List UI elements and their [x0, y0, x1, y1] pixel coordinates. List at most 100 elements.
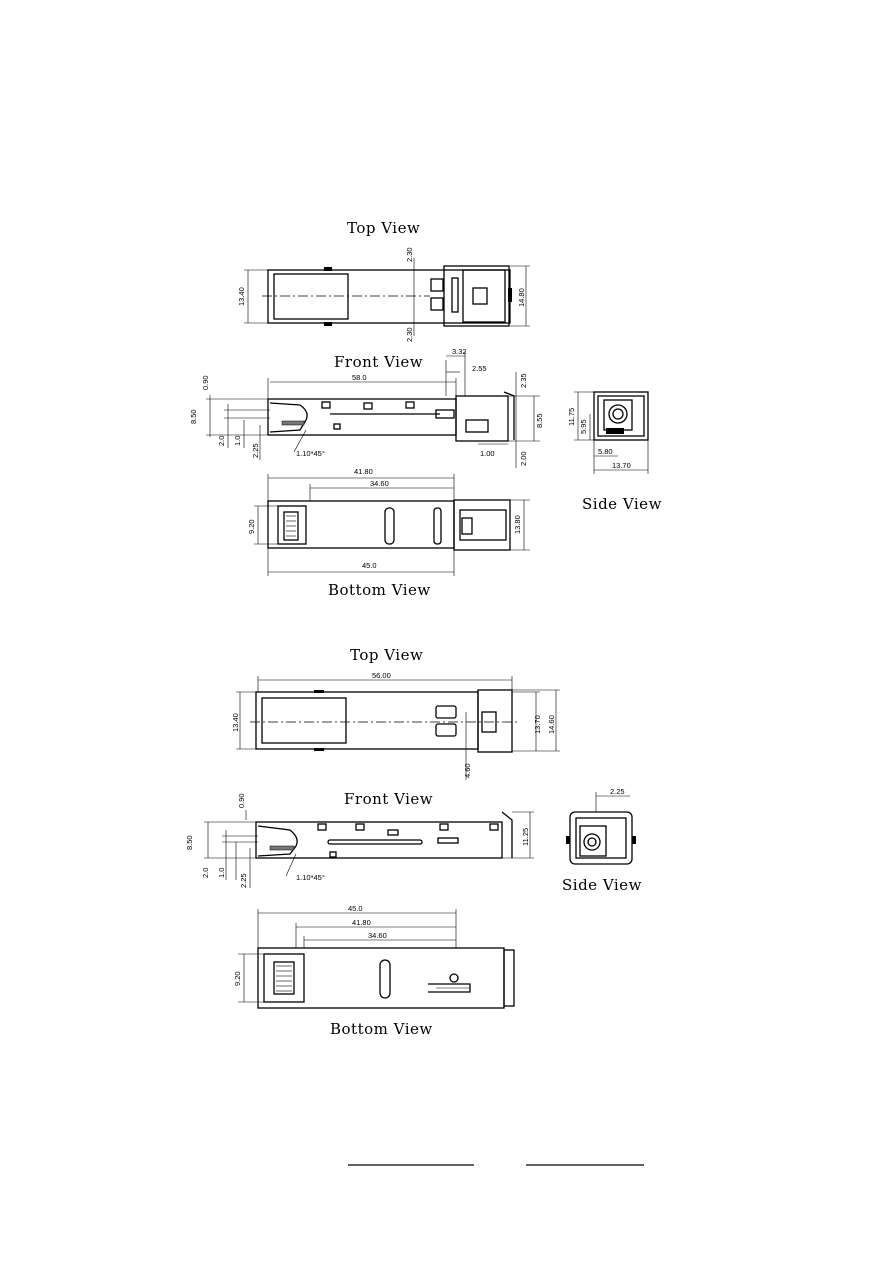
front-view-1-latch-housing	[455, 395, 509, 442]
dim-label: 1.00	[480, 449, 495, 458]
bottom-view-1-slot-2	[433, 507, 442, 545]
dim-label: 34.60	[368, 931, 387, 940]
dim-label: 13.80	[513, 515, 522, 534]
dim-label: 5.80	[598, 447, 613, 456]
front-view-2-slot-1	[317, 823, 327, 831]
side-view-2-title: Side View	[562, 876, 642, 894]
dim-label: 45.0	[348, 904, 363, 913]
bottom-view-1-contact-pad	[283, 511, 299, 541]
dim-label: 2.0	[201, 868, 210, 878]
dim-label: 4.60	[463, 763, 472, 778]
front-view-1-chamfer-profile	[269, 402, 308, 433]
dim-label: 0.90	[201, 375, 210, 390]
bottom-view-1-body-outline	[267, 500, 455, 549]
bottom-view-2-slot	[379, 959, 391, 999]
front-view-2-rail	[327, 839, 423, 845]
dim-label: 2.00	[519, 451, 528, 466]
side-view-1: 11.75 5.95 5.80 13.70 Side View	[567, 391, 661, 513]
front-view-1: Front View	[189, 347, 544, 468]
side-view-2-side-tab	[566, 836, 570, 844]
top-view-2-body-outline	[255, 691, 479, 750]
dim-label: 2.30	[405, 327, 414, 342]
bottom-view-1-latch-cut	[461, 517, 473, 535]
front-view-1-connector	[435, 409, 455, 419]
side-view-1-ferrule-inner	[612, 408, 624, 420]
top-view-2-tab-upper	[314, 690, 324, 693]
dim-label: 56.00	[372, 671, 391, 680]
dim-label: 8.50	[185, 835, 194, 850]
side-view-2-side-tab-right	[632, 836, 636, 844]
side-view-2-inner-frame	[575, 817, 627, 859]
front-view-1-hatch	[281, 420, 305, 426]
dim-label: 3.32	[452, 347, 467, 356]
dim-label: 11.75	[567, 408, 576, 426]
top-view-1-lens-lower	[430, 297, 444, 311]
dim-label: 8.50	[189, 409, 198, 424]
top-view-2-latch-housing	[477, 689, 513, 753]
top-view-1-title: Top View	[347, 219, 420, 237]
bottom-view-1-latch	[459, 509, 507, 541]
drawing-2: Top View 56.00 13.40 13.70 1	[185, 646, 642, 1038]
bottom-view-2-pcb-edge	[263, 953, 305, 1003]
front-view-2-chamfer-profile	[257, 825, 298, 857]
side-view-1-frame-outline	[593, 391, 649, 441]
front-view-1-leader	[293, 429, 307, 453]
top-view-1: Top View 2.30 13.40 14.80 2.30	[237, 219, 530, 342]
top-view-1-latch-housing	[443, 265, 510, 327]
top-view-1-bail	[472, 287, 488, 305]
dim-label: 11.25	[521, 828, 530, 846]
front-view-1-slot-3	[405, 401, 415, 409]
dim-label: 9.20	[247, 519, 256, 534]
front-view-1-bail	[503, 391, 515, 440]
front-view-2-title: Front View	[344, 790, 433, 808]
top-view-1-lens-upper	[430, 278, 444, 292]
dim-label: 58.0	[352, 373, 367, 382]
top-view-1-tab-lower	[324, 322, 332, 326]
dim-label: 13.70	[612, 461, 631, 470]
dim-label: 2.25	[610, 787, 625, 796]
side-view-2-ferrule-outer	[583, 833, 601, 851]
front-view-2-connector	[437, 837, 459, 844]
dim-label: 13.40	[231, 713, 240, 732]
dim-label: 2.55	[472, 364, 487, 373]
front-view-1-title: Front View	[334, 353, 423, 371]
bottom-view-2-latch-housing	[503, 949, 515, 1007]
bottom-view-1: 41.80 34.60 9.20 13.80 45.0 Bottom View	[247, 467, 530, 599]
dim-label: 2.25	[239, 873, 248, 888]
dim-label: 2.30	[405, 247, 414, 262]
front-view-2-body-outline	[255, 821, 503, 859]
bottom-view-1-title: Bottom View	[328, 581, 431, 599]
dim-label: 45.0	[362, 561, 377, 570]
front-view-2-hatch	[269, 845, 295, 851]
bottom-view-2-body-outline	[257, 947, 505, 1009]
side-view-1-base	[606, 428, 624, 434]
front-view-2-slot-5	[489, 823, 499, 831]
top-view-2-lens-upper	[435, 705, 457, 719]
dim-label: 1.0	[233, 436, 242, 446]
top-view-1-latch-frame	[462, 269, 506, 323]
dim-label: 1.10*45°	[296, 873, 325, 882]
dim-label: 0.90	[237, 793, 246, 808]
top-view-1-body-outline	[267, 269, 511, 324]
top-view-2-tab-lower	[314, 748, 324, 751]
top-view-2-port-window	[261, 697, 347, 744]
side-view-2: 2.25 Side View	[562, 787, 642, 894]
front-view-2-leader	[285, 853, 297, 877]
front-view-2-bail	[501, 811, 513, 858]
top-view-1-pull-tab	[508, 288, 512, 302]
front-view-2-slot-4	[439, 823, 449, 831]
dim-label: 1.10*45°	[296, 449, 325, 458]
side-view-1-ferrule-outer	[608, 404, 628, 424]
dim-label: 14.60	[547, 715, 556, 734]
front-view-2-pin	[329, 851, 337, 858]
bottom-view-2-title: Bottom View	[330, 1020, 433, 1038]
top-view-2-bail	[481, 711, 497, 733]
dim-label: 13.70	[533, 715, 542, 734]
top-view-2-lens-lower	[435, 723, 457, 737]
dim-label: 2.25	[251, 443, 260, 458]
front-view-1-pin	[333, 423, 341, 430]
dim-label: 13.40	[237, 287, 246, 306]
bottom-view-1-slot	[384, 507, 395, 545]
front-view-1-latch-body	[465, 419, 489, 433]
